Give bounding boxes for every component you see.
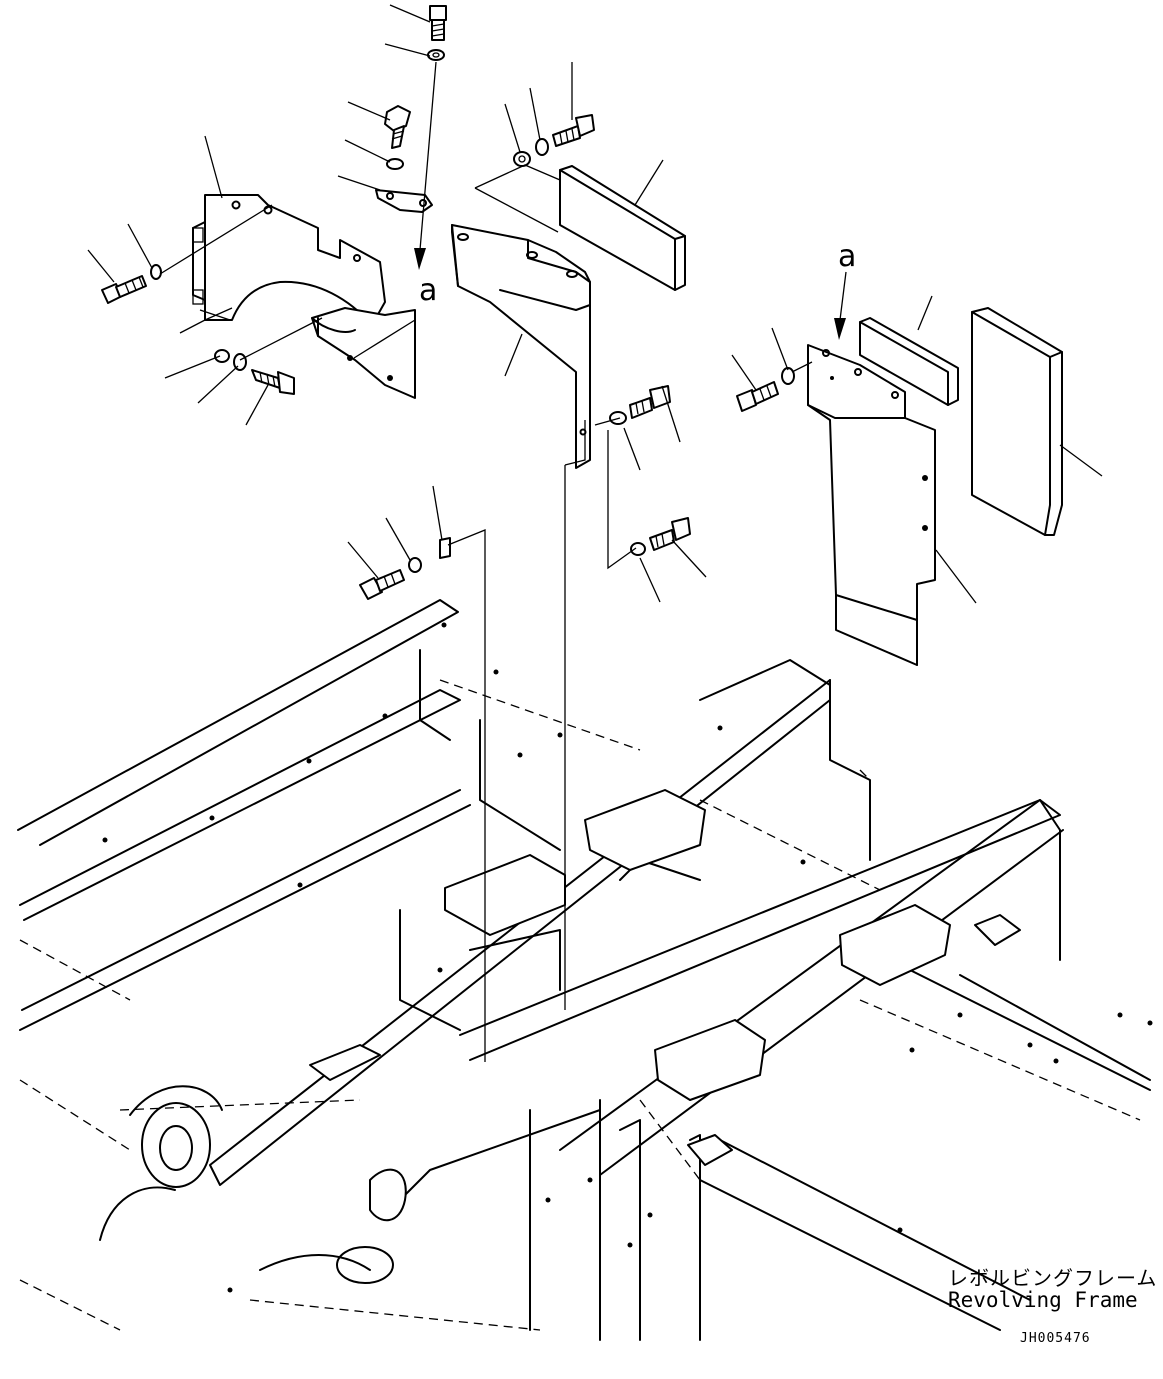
top-bolt [427, 5, 447, 61]
right-cover [807, 344, 936, 666]
center-cover [451, 224, 591, 469]
fasteners [101, 5, 795, 600]
upper-center-bolts [513, 114, 595, 167]
drawing-number: JH005476 [1020, 1331, 1091, 1346]
part-name-english: Revolving Frame [948, 1288, 1138, 1312]
upper-left-bolt [384, 105, 411, 170]
middle-left-bolt [359, 537, 451, 600]
center-bolt-lower [630, 517, 691, 556]
revolving-frame [17, 599, 1153, 1341]
right-bolt [736, 367, 795, 412]
view-marker-a-right: a [838, 239, 856, 274]
left-bolt-upper [101, 264, 162, 304]
part-name-japanese: レボルビングフレーム [948, 1266, 1158, 1290]
leader-lines [87, 4, 1103, 1062]
seal-blocks [559, 165, 1063, 536]
left-bolt-lower [214, 349, 295, 395]
left-cover-assembly [179, 194, 416, 399]
view-marker-a-left: a [419, 273, 437, 308]
